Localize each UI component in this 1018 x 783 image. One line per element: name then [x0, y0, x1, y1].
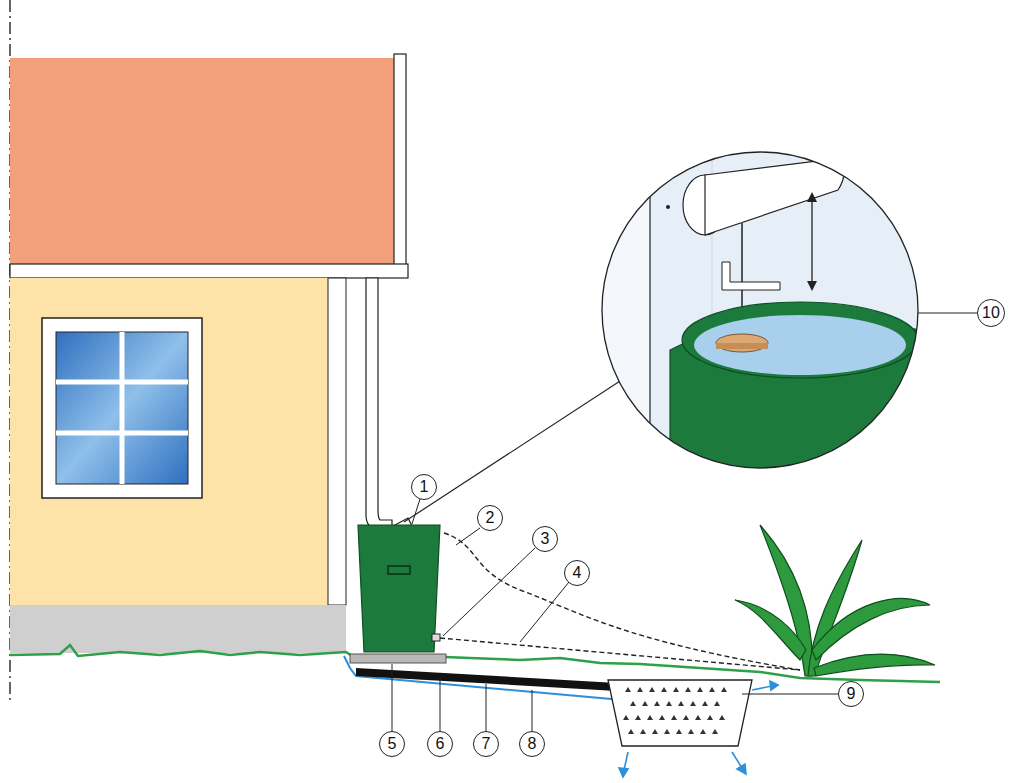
- soakaway-pit: [608, 680, 752, 746]
- roof-edge: [394, 54, 406, 266]
- seepage-arrows: [619, 681, 778, 777]
- window-bars: [56, 332, 188, 484]
- callout-text: 3: [541, 531, 550, 547]
- zoom-leader: [404, 368, 640, 522]
- house-wall: [10, 278, 330, 605]
- barrel-handle: [388, 566, 410, 574]
- callout-number: 5: [379, 731, 405, 757]
- gutter: [10, 264, 408, 278]
- foundation: [10, 605, 346, 653]
- callout-number: 4: [564, 560, 590, 586]
- window-frame: [42, 318, 202, 498]
- callout-number: 10: [977, 299, 1005, 327]
- zoom-circle: [602, 152, 918, 468]
- callout-text: 2: [486, 510, 495, 526]
- callout-text: 9: [847, 686, 856, 702]
- roof: [10, 58, 396, 264]
- callout-number: 1: [411, 474, 437, 500]
- base-plate: [350, 654, 446, 663]
- barrel-tap: [432, 634, 440, 641]
- callout-text: 4: [573, 565, 582, 581]
- callout-text: 6: [436, 736, 445, 752]
- callout-leaders: [392, 313, 977, 732]
- callout-text: 5: [388, 736, 397, 752]
- plant: [735, 525, 935, 676]
- rain-barrel: [358, 525, 440, 652]
- wall-corner: [328, 278, 346, 605]
- gravel-fill: [623, 687, 727, 734]
- downpipe: [366, 278, 392, 530]
- overflow-hose: [444, 533, 800, 670]
- zoom-detail: [600, 150, 930, 480]
- callout-number: 3: [532, 526, 558, 552]
- callout-text: 8: [528, 736, 537, 752]
- callout-number: 9: [838, 681, 864, 707]
- callout-number: 2: [477, 505, 503, 531]
- drain-pipe: [356, 668, 634, 692]
- tap-hose: [440, 638, 800, 670]
- callout-text: 10: [982, 305, 1000, 321]
- callout-text: 7: [482, 736, 491, 752]
- callout-number: 7: [473, 731, 499, 757]
- callout-text: 1: [420, 479, 429, 495]
- callout-number: 8: [519, 731, 545, 757]
- window-glass: [56, 332, 188, 484]
- callout-number: 6: [427, 731, 453, 757]
